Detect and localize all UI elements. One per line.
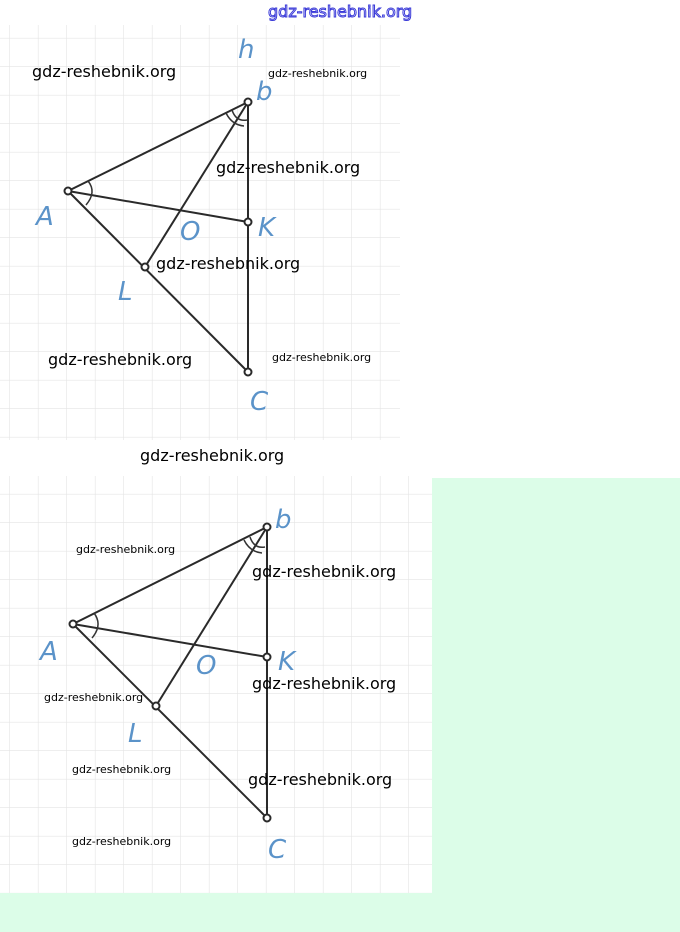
watermark: gdz-reshebnik.org (140, 446, 285, 465)
watermark: gdz-reshebnik.org (272, 351, 372, 364)
green-panel-right (432, 478, 680, 932)
watermark: gdz-reshebnik.org (216, 158, 361, 177)
label-k-2: K (278, 647, 297, 677)
watermark: gdz-reshebnik.org (32, 62, 177, 81)
label-b-1: b (256, 77, 273, 107)
label-l-2: L (128, 719, 143, 749)
site-header-link[interactable]: gdz-reshebnik.org (267, 2, 413, 22)
label-b-2: b (275, 505, 292, 535)
triangle-figure-1 (67, 101, 249, 373)
label-c-1: C (250, 387, 269, 417)
watermark: gdz-reshebnik.org (72, 763, 172, 776)
watermark: gdz-reshebnik.org (252, 674, 397, 693)
watermark: gdz-reshebnik.org (248, 770, 393, 789)
label-o-1: O (180, 217, 200, 247)
label-a-1: A (34, 202, 54, 232)
watermark: gdz-reshebnik.org (44, 691, 144, 704)
label-c-2: C (268, 835, 287, 865)
label-h-1: h (238, 35, 254, 65)
grid-paper-1 (0, 25, 400, 440)
green-panel-bottom (0, 893, 680, 932)
label-k-1: K (258, 213, 277, 243)
watermark: gdz-reshebnik.org (48, 350, 193, 369)
watermark: gdz-reshebnik.org (156, 254, 301, 273)
watermark: gdz-reshebnik.org (268, 67, 368, 80)
label-a-2: A (38, 637, 58, 667)
watermark: gdz-reshebnik.org (72, 835, 172, 848)
watermark: gdz-reshebnik.org (252, 562, 397, 581)
label-o-2: O (196, 651, 216, 681)
watermark: gdz-reshebnik.org (76, 543, 176, 556)
grid-paper-2 (0, 476, 432, 893)
label-l-1: L (118, 277, 133, 307)
triangle-figure-2 (72, 526, 268, 819)
